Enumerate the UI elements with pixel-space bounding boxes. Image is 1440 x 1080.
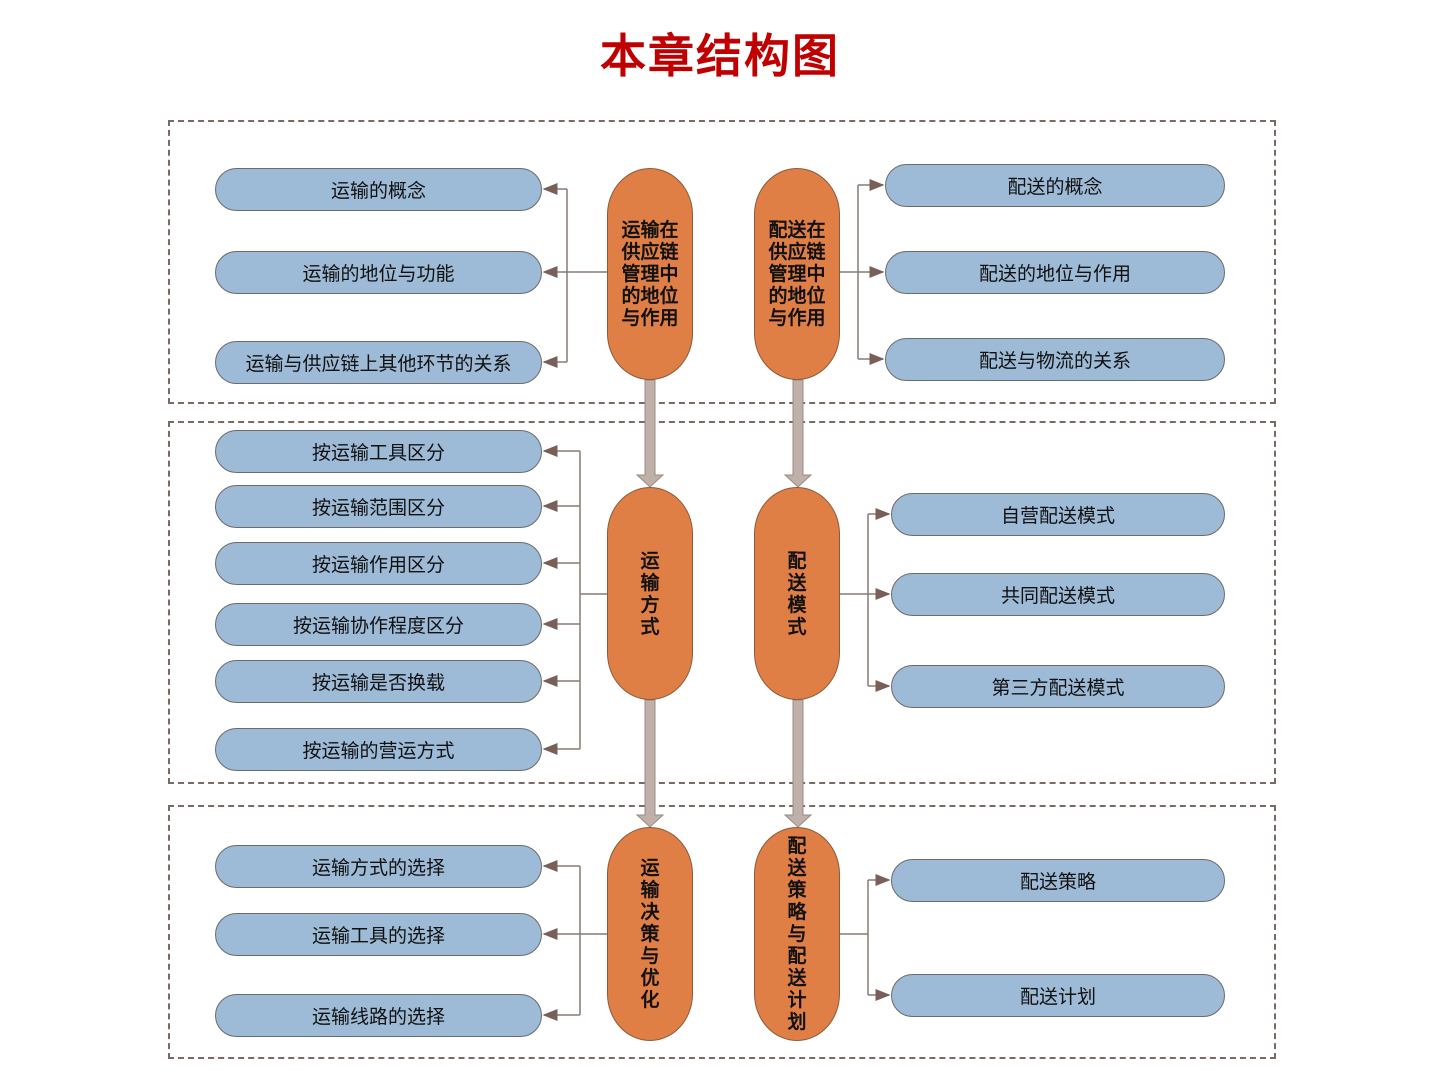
topic-node-label: 配送策略与配送计划 — [787, 835, 807, 1033]
left-mid-item: 按运输协作程度区分 — [215, 603, 542, 646]
page-title: 本章结构图 — [600, 29, 840, 83]
right-top-item: 配送的概念 — [885, 164, 1225, 207]
flow-arrow — [783, 699, 813, 828]
left-mid-item: 按运输范围区分 — [215, 485, 542, 528]
right-bot-item: 配送计划 — [891, 974, 1225, 1017]
topic-node-label: 配送模式 — [787, 549, 807, 638]
right-top-item: 配送与物流的关系 — [885, 338, 1225, 381]
topic-node-n2: 配送在供应链管理中的地位与作用 — [754, 168, 840, 380]
right-bot-item: 配送策略 — [891, 859, 1225, 902]
flow-arrow — [635, 699, 665, 828]
left-bot-item: 运输线路的选择 — [215, 994, 542, 1037]
topic-node-n1: 运输在供应链管理中的地位与作用 — [607, 168, 693, 380]
topic-node-label: 运输决策与优化 — [640, 857, 660, 1011]
topic-node-label: 运输方式 — [640, 549, 660, 638]
flow-arrow — [635, 379, 665, 488]
flow-arrow — [783, 379, 813, 488]
left-mid-item: 按运输工具区分 — [215, 430, 542, 473]
section-box-3 — [168, 805, 1276, 1059]
topic-node-n3: 运输方式 — [607, 487, 693, 700]
left-top-item: 运输的概念 — [215, 168, 542, 211]
topic-node-n6: 配送策略与配送计划 — [754, 827, 840, 1041]
right-mid-item: 共同配送模式 — [891, 573, 1225, 616]
right-mid-item: 自营配送模式 — [891, 493, 1225, 536]
section-box-2 — [168, 421, 1276, 784]
topic-node-n4: 配送模式 — [754, 487, 840, 700]
topic-node-label: 配送在供应链管理中的地位与作用 — [768, 219, 826, 329]
left-bot-item: 运输工具的选择 — [215, 913, 542, 956]
left-top-item: 运输与供应链上其他环节的关系 — [215, 341, 542, 384]
left-mid-item: 按运输是否换载 — [215, 660, 542, 703]
left-mid-item: 按运输的营运方式 — [215, 728, 542, 771]
right-mid-item: 第三方配送模式 — [891, 665, 1225, 708]
right-top-item: 配送的地位与作用 — [885, 251, 1225, 294]
left-bot-item: 运输方式的选择 — [215, 845, 542, 888]
topic-node-n5: 运输决策与优化 — [607, 827, 693, 1041]
left-mid-item: 按运输作用区分 — [215, 542, 542, 585]
section-box-1 — [168, 120, 1276, 404]
topic-node-label: 运输在供应链管理中的地位与作用 — [621, 219, 679, 329]
left-top-item: 运输的地位与功能 — [215, 251, 542, 294]
